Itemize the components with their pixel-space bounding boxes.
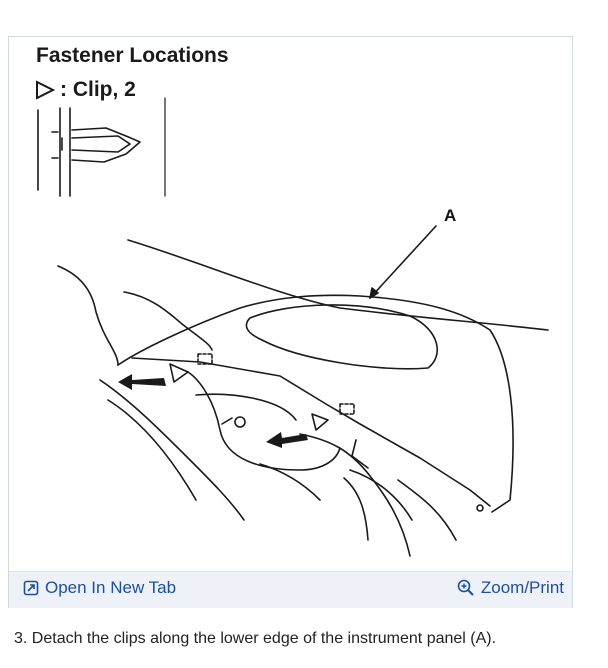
instrument-panel-diagram — [37, 97, 549, 557]
callout-leader — [369, 225, 437, 299]
clip-triangle-icon — [36, 80, 56, 100]
open-in-new-tab-link[interactable]: Open In New Tab — [23, 578, 176, 598]
step-caption: 3. Detach the clips along the lower edge… — [14, 630, 497, 647]
clip-legend: : Clip, 2 — [34, 78, 136, 102]
open-in-new-tab-label: Open In New Tab — [45, 578, 177, 597]
removal-arrows — [118, 374, 308, 448]
dashboard-outline — [57, 239, 549, 557]
clip-markers — [169, 353, 355, 431]
legend-label: : Clip, 2 — [60, 78, 136, 101]
zoom-print-label: Zoom/Print — [480, 578, 564, 597]
clip-detail-inset — [37, 97, 166, 197]
zoom-print-link[interactable]: Zoom/Print — [457, 578, 564, 598]
zoom-icon — [457, 579, 474, 596]
callout-label-a: A — [444, 206, 457, 225]
figure-toolbar: Open In New Tab Zoom/Print — [9, 571, 572, 608]
open-new-tab-icon — [23, 580, 39, 596]
figure-title: Fastener Locations — [36, 44, 229, 67]
